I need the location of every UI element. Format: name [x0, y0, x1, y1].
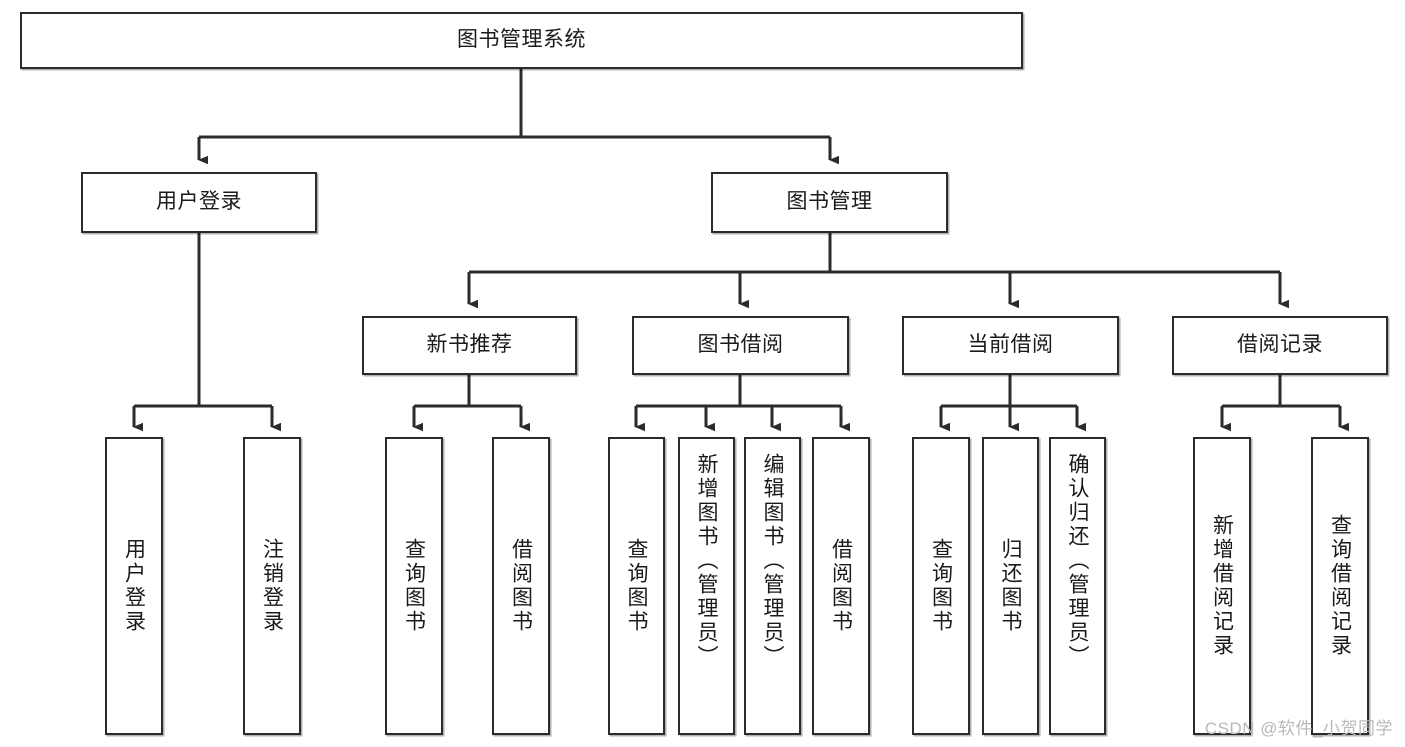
node-leaf-query-book-1-label: 查询图书: [402, 538, 426, 634]
node-leaf-query-book-3-label: 查询图书: [929, 538, 953, 634]
node-leaf-add-book-label: 新增图书（管理员）: [695, 453, 718, 669]
watermark: CSDN @软件_小贺同学: [1204, 719, 1393, 738]
node-leaf-add-record-label: 新增借阅记录: [1210, 514, 1234, 658]
node-current-borrow[interactable]: 当前借阅: [902, 316, 1119, 375]
node-leaf-return-book-label: 归还图书: [999, 538, 1022, 634]
node-leaf-edit-book[interactable]: 编辑图书（管理员）: [744, 437, 801, 735]
node-leaf-borrow-book-2[interactable]: 借阅图书: [812, 437, 870, 735]
node-borrow-record-label: 借阅记录: [1237, 333, 1323, 357]
node-book-borrow[interactable]: 图书借阅: [632, 316, 849, 375]
node-borrow-record[interactable]: 借阅记录: [1172, 316, 1388, 375]
node-leaf-confirm-return[interactable]: 确认归还（管理员）: [1049, 437, 1106, 735]
node-leaf-confirm-return-label: 确认归还（管理员）: [1066, 453, 1089, 669]
node-leaf-add-record[interactable]: 新增借阅记录: [1193, 437, 1251, 735]
node-book-borrow-label: 图书借阅: [697, 333, 784, 357]
node-leaf-user-logout-label: 注销登录: [260, 538, 284, 634]
node-user-login[interactable]: 用户登录: [81, 172, 317, 233]
node-leaf-query-book-3[interactable]: 查询图书: [912, 437, 970, 735]
node-leaf-query-book-2[interactable]: 查询图书: [608, 437, 665, 735]
node-leaf-query-book-1[interactable]: 查询图书: [385, 437, 443, 735]
node-leaf-borrow-book-1[interactable]: 借阅图书: [492, 437, 550, 735]
node-leaf-query-record-label: 查询借阅记录: [1328, 514, 1352, 658]
node-book-manage[interactable]: 图书管理: [711, 172, 948, 233]
node-root[interactable]: 图书管理系统: [20, 12, 1023, 69]
node-new-book-rec-label: 新书推荐: [426, 333, 513, 357]
node-user-login-label: 用户登录: [156, 190, 242, 214]
node-leaf-add-book[interactable]: 新增图书（管理员）: [678, 437, 735, 735]
node-leaf-user-login-label: 用户登录: [122, 538, 146, 634]
node-leaf-query-record[interactable]: 查询借阅记录: [1311, 437, 1369, 735]
node-leaf-user-login[interactable]: 用户登录: [105, 437, 163, 735]
node-leaf-query-book-2-label: 查询图书: [625, 538, 648, 634]
node-new-book-rec[interactable]: 新书推荐: [362, 316, 577, 375]
node-leaf-edit-book-label: 编辑图书（管理员）: [761, 453, 784, 669]
node-book-manage-label: 图书管理: [786, 190, 873, 214]
node-leaf-return-book[interactable]: 归还图书: [982, 437, 1039, 735]
node-root-label: 图书管理系统: [457, 28, 586, 52]
node-leaf-borrow-book-2-label: 借阅图书: [829, 538, 853, 634]
node-current-borrow-label: 当前借阅: [967, 333, 1054, 357]
node-leaf-borrow-book-1-label: 借阅图书: [509, 538, 533, 634]
node-leaf-user-logout[interactable]: 注销登录: [243, 437, 301, 735]
